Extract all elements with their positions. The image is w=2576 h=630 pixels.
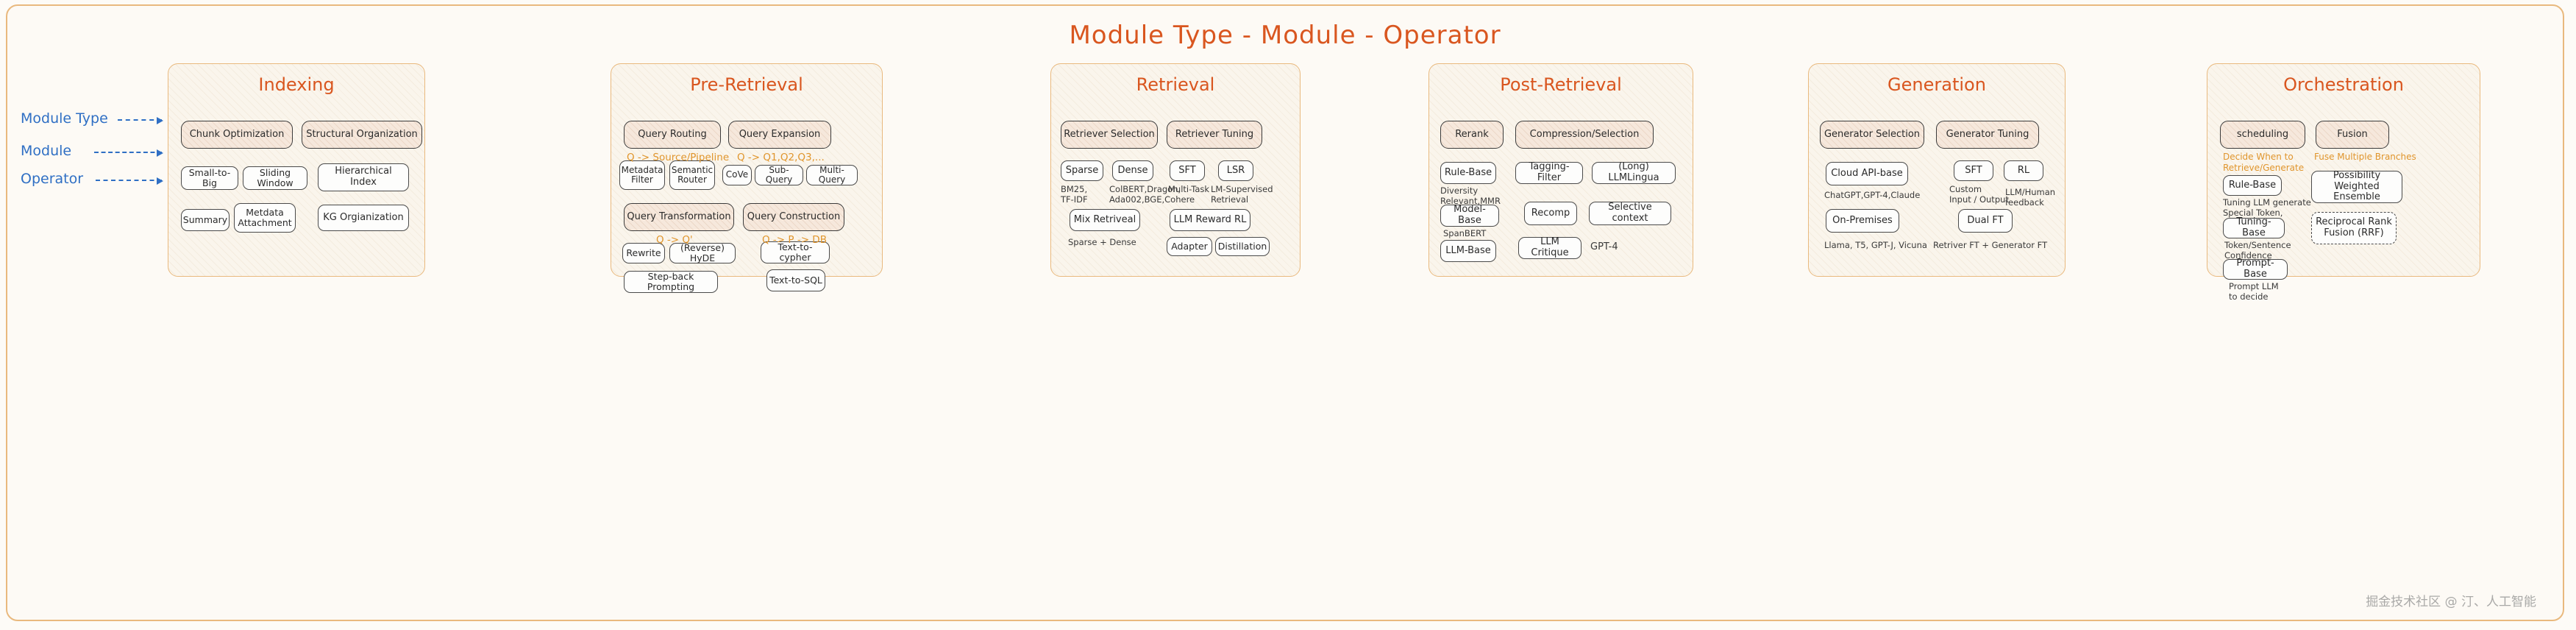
column-title-pre-retrieval: Pre-Retrieval: [690, 74, 803, 95]
node-post-retrieval-rerank[interactable]: Rerank: [1440, 121, 1504, 149]
column-title-post-retrieval: Post-Retrieval: [1500, 74, 1622, 95]
node-generation-rl[interactable]: RL: [2004, 160, 2043, 181]
node-pre-retrieval-query-routing[interactable]: Query Routing: [624, 121, 721, 149]
column-title-generation: Generation: [1887, 74, 1986, 95]
column-title-orchestration: Orchestration: [2283, 74, 2404, 95]
node-indexing-summary[interactable]: Summary: [181, 209, 230, 231]
annotation-generation-custom-input-output: Custom Input / Output: [1949, 184, 2009, 205]
page-title: Module Type - Module - Operator: [1069, 21, 1501, 50]
node-orchestration-scheduling[interactable]: scheduling: [2220, 121, 2305, 149]
annotation-retrieval-multi-task: Multi-Task: [1168, 184, 1210, 194]
annotation-generation-llama-t5-gptj-vicuna: Llama, T5, GPT-J, Vicuna: [1824, 240, 1927, 250]
annotation-retrieval-colbert-dragon: ColBERT,Dragon, Ada002,BGE,Cohere: [1109, 184, 1195, 205]
axis-arrow-2: [96, 177, 163, 185]
annotation-generation-chatgpt-gpt4-claude: ChatGPT,GPT-4,Claude: [1824, 190, 1921, 200]
node-indexing-chunk-optimization[interactable]: Chunk Optimization: [181, 121, 293, 149]
node-generation-generator-selection[interactable]: Generator Selection: [1820, 121, 1924, 149]
node-generation-cloud-api-base[interactable]: Cloud API-base: [1826, 162, 1908, 185]
node-retrieval-retriever-tuning[interactable]: Retriever Tuning: [1167, 121, 1262, 149]
node-indexing-structural-organization[interactable]: Structural Organization: [302, 121, 422, 149]
node-generation-on-premises[interactable]: On-Premises: [1826, 209, 1899, 233]
node-pre-retrieval-rewrite[interactable]: Rewrite: [622, 243, 665, 263]
node-post-retrieval-compression-selection[interactable]: Compression/Selection: [1515, 121, 1654, 149]
node-post-retrieval-tagging-filter[interactable]: Tagging-Filter: [1515, 162, 1583, 184]
node-post-retrieval-model-base[interactable]: Model-Base: [1440, 205, 1499, 227]
node-orchestration-fusion[interactable]: Fusion: [2316, 121, 2389, 149]
axis-label-operator: Operator: [21, 171, 84, 187]
node-retrieval-mix-retriveal[interactable]: Mix Retriveal: [1070, 209, 1140, 231]
column-title-retrieval: Retrieval: [1136, 74, 1215, 95]
node-post-retrieval-long-llmlingua[interactable]: (Long) LLMLingua: [1592, 162, 1676, 184]
annotation-orchestration-token-sentence-confidence: Token/Sentence Confidence: [2224, 240, 2291, 261]
node-orchestration-tuning-base[interactable]: Tuning-Base: [2223, 217, 2285, 238]
node-orchestration-rule-base[interactable]: Rule-Base: [2223, 175, 2282, 196]
node-post-retrieval-recomp[interactable]: Recomp: [1524, 202, 1577, 225]
annotation-pre-retrieval-q-p-db: Q -> P -> DB: [762, 234, 827, 246]
annotation-pre-retrieval-q-source-pipeline: Q -> Source/Pipeline: [627, 152, 730, 163]
node-retrieval-lsr[interactable]: LSR: [1218, 160, 1253, 181]
node-retrieval-adapter[interactable]: Adapter: [1167, 237, 1212, 256]
annotation-pre-retrieval-q-q1q2q3: Q -> Q1,Q2,Q3,...: [737, 152, 825, 163]
diagram-frame: Module Type - Module - Operator Module T…: [6, 4, 2564, 621]
annotation-post-retrieval-diversity-relevant-mmr: Diversity Relevant,MMR: [1440, 185, 1501, 207]
node-retrieval-sft[interactable]: SFT: [1170, 160, 1205, 181]
node-post-retrieval-rule-base[interactable]: Rule-Base: [1440, 162, 1496, 184]
axis-label-module: Module: [21, 143, 72, 159]
axis-arrow-1: [94, 149, 163, 157]
node-orchestration-prompt-base[interactable]: Prompt-Base: [2223, 258, 2288, 280]
watermark: 掘金技术社区 @ 汀、人工智能: [2366, 595, 2536, 609]
node-indexing-hierarchical-index[interactable]: Hierarchical Index: [318, 163, 409, 191]
annotation-pre-retrieval-q-qprime: Q -> Q': [656, 234, 693, 246]
node-pre-retrieval-cove[interactable]: CoVe: [722, 165, 752, 185]
node-retrieval-distillation[interactable]: Distillation: [1215, 237, 1270, 256]
node-pre-retrieval-step-back-prompting[interactable]: Step-back Prompting: [624, 271, 718, 293]
node-generation-dual-ft[interactable]: Dual FT: [1958, 209, 2013, 233]
node-pre-retrieval-reverse-hyde[interactable]: (Reverse) HyDE: [669, 243, 736, 263]
node-generation-sft[interactable]: SFT: [1954, 160, 1993, 181]
node-pre-retrieval-query-construction[interactable]: Query Construction: [743, 203, 844, 231]
annotation-orchestration-prompt-llm-to-decide: Prompt LLM to decide: [2229, 281, 2279, 302]
annotation-retrieval-sparse-plus-dense: Sparse + Dense: [1068, 237, 1136, 247]
axis-label-module-type: Module Type: [21, 110, 108, 127]
annotation-orchestration-tuning-llm-generate: Tuning LLM generate Special Token,: [2223, 197, 2311, 219]
annotation-generation-llm-human-feedback: LLM/Human feedback: [2005, 187, 2056, 208]
node-retrieval-sparse[interactable]: Sparse: [1061, 160, 1103, 181]
node-indexing-kg-orgianization[interactable]: KG Orgianization: [318, 205, 409, 231]
annotation-retrieval-bm25-tfidf: BM25, TF-IDF: [1061, 184, 1088, 205]
axis-arrow-0: [118, 117, 163, 124]
column-title-indexing: Indexing: [258, 74, 335, 95]
node-retrieval-retriever-selection[interactable]: Retriever Selection: [1061, 121, 1158, 149]
node-retrieval-llm-reward-rl[interactable]: LLM Reward RL: [1170, 209, 1250, 231]
node-retrieval-dense[interactable]: Dense: [1112, 160, 1153, 181]
node-post-retrieval-llm-critique[interactable]: LLM Critique: [1518, 237, 1581, 259]
node-pre-retrieval-text-to-sql[interactable]: Text-to-SQL: [766, 269, 825, 291]
node-pre-retrieval-query-transformation[interactable]: Query Transformation: [624, 203, 734, 231]
node-post-retrieval-llm-base[interactable]: LLM-Base: [1440, 240, 1496, 262]
annotation-post-retrieval-spanbert: SpanBERT: [1443, 228, 1487, 238]
annotation-generation-retriver-ft-generator-ft: Retriver FT + Generator FT: [1933, 240, 2048, 250]
node-generation-generator-tuning[interactable]: Generator Tuning: [1936, 121, 2039, 149]
annotation-orchestration-decide-when-to-retrieve: Decide When to Retrieve/Generate: [2223, 152, 2305, 173]
node-pre-retrieval-text-to-cypher[interactable]: Text-to-cypher: [761, 241, 830, 263]
node-pre-retrieval-sub-query[interactable]: Sub-Query: [755, 165, 803, 185]
node-indexing-sliding-window[interactable]: Sliding Window: [243, 166, 307, 190]
annotation-retrieval-lm-supervised-retrieval: LM-Supervised Retrieval: [1211, 184, 1273, 205]
annotation-orchestration-fuse-multiple-branches: Fuse Multiple Branches: [2314, 152, 2416, 162]
annotation-post-retrieval-gpt-4: GPT-4: [1590, 241, 1618, 252]
node-indexing-small-to-big[interactable]: Small-to-Big: [181, 166, 238, 190]
node-pre-retrieval-query-expansion[interactable]: Query Expansion: [728, 121, 831, 149]
node-post-retrieval-selective-context[interactable]: Selective context: [1589, 202, 1671, 225]
node-pre-retrieval-multi-query[interactable]: Multi-Query: [806, 165, 858, 185]
